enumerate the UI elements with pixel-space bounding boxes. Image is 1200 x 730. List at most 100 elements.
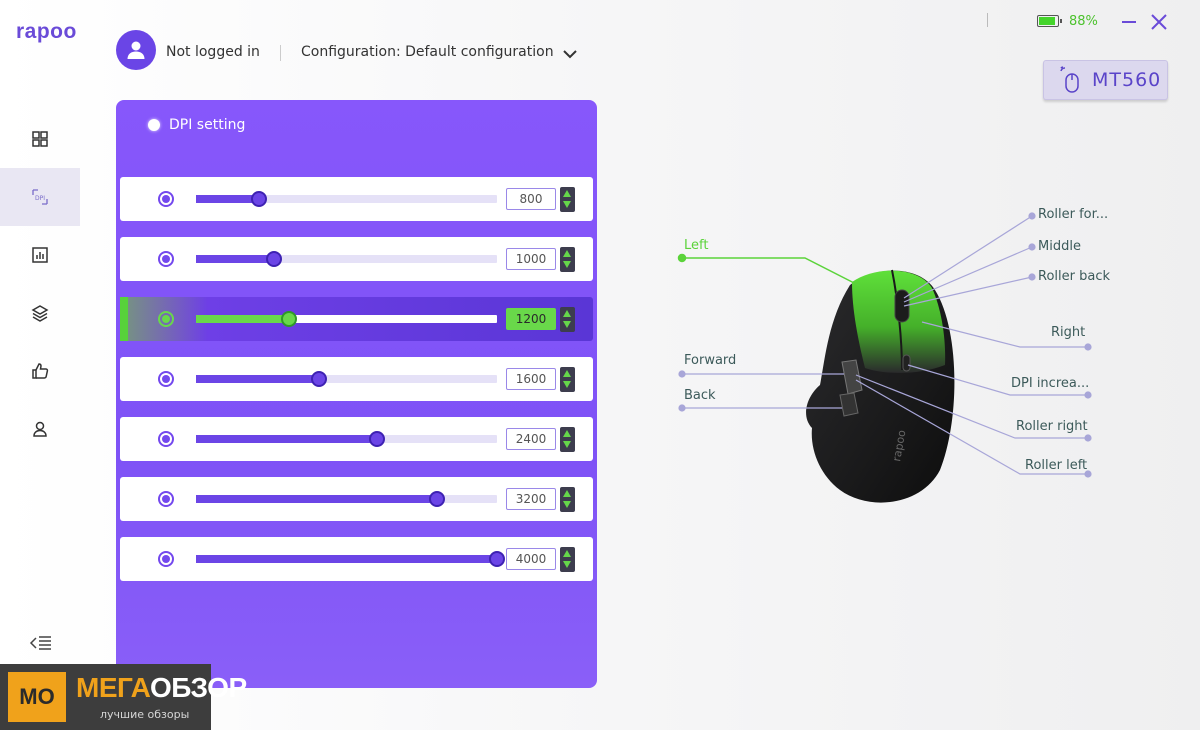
dpi-slider-thumb[interactable]: [251, 191, 267, 207]
label-forward-button[interactable]: Forward: [684, 353, 737, 368]
dpi-slider[interactable]: [196, 551, 505, 567]
dpi-value-input[interactable]: 1000: [506, 248, 556, 270]
layers-icon: [31, 305, 49, 322]
battery-icon: [1037, 15, 1062, 27]
dpi-value-input[interactable]: 800: [506, 188, 556, 210]
dpi-slider[interactable]: [196, 491, 497, 507]
sidebar-item-dpi[interactable]: DPI: [0, 168, 80, 226]
dpi-value-input[interactable]: 1600: [506, 368, 556, 390]
login-status[interactable]: Not logged in: [166, 44, 260, 60]
stepper-down-icon[interactable]: [563, 561, 571, 568]
stepper-down-icon[interactable]: [563, 261, 571, 268]
dpi-icon: DPI: [32, 189, 48, 205]
dpi-level-row[interactable]: 3200: [120, 477, 593, 521]
collapse-sidebar-icon[interactable]: [28, 633, 54, 653]
dpi-slider-fill: [196, 495, 437, 503]
stepper-up-icon[interactable]: [563, 190, 571, 197]
battery-percent: 88%: [1069, 14, 1098, 29]
rapoo-logo: rapoo: [16, 20, 77, 43]
label-roller-back[interactable]: Roller back: [1038, 269, 1110, 284]
dpi-stepper[interactable]: [560, 367, 575, 392]
watermark-title-a: МЕГА: [76, 672, 150, 703]
dpi-level-row[interactable]: 1200: [120, 297, 593, 341]
dpi-level-radio[interactable]: [158, 191, 174, 207]
dpi-slider[interactable]: [196, 191, 497, 207]
stepper-up-icon[interactable]: [563, 250, 571, 257]
dpi-slider[interactable]: [196, 311, 497, 327]
sidebar-item-dashboard[interactable]: [0, 110, 80, 168]
chevron-down-icon[interactable]: [562, 48, 578, 60]
dpi-value-input[interactable]: 4000: [506, 548, 556, 570]
stepper-down-icon[interactable]: [563, 201, 571, 208]
label-left-button[interactable]: Left: [684, 238, 709, 253]
minimize-icon[interactable]: [1120, 13, 1138, 31]
dpi-setting-dot: [148, 119, 160, 131]
dpi-stepper[interactable]: [560, 187, 575, 212]
grid-icon: [32, 131, 48, 147]
dpi-slider-thumb[interactable]: [429, 491, 445, 507]
dpi-value-input[interactable]: 3200: [506, 488, 556, 510]
dpi-level-row[interactable]: 1600: [120, 357, 593, 401]
stepper-down-icon[interactable]: [563, 501, 571, 508]
label-middle-button[interactable]: Middle: [1038, 239, 1081, 254]
dpi-slider[interactable]: [196, 431, 497, 447]
svg-text:DPI: DPI: [35, 195, 45, 202]
dpi-stepper[interactable]: [560, 547, 575, 572]
label-roller-right[interactable]: Roller right: [1016, 419, 1088, 434]
avatar[interactable]: [116, 30, 156, 70]
stepper-up-icon[interactable]: [563, 550, 571, 557]
watermark-title-b: ОБЗОР: [149, 672, 247, 703]
sidebar-item-layers[interactable]: [0, 284, 80, 342]
sidebar-item-like[interactable]: [0, 342, 80, 400]
sidebar-item-report-rate[interactable]: [0, 226, 80, 284]
label-dpi-increase[interactable]: DPI increa...: [1011, 376, 1090, 391]
dpi-slider-thumb[interactable]: [281, 311, 297, 327]
dpi-level-row[interactable]: 4000: [120, 537, 593, 581]
active-level-indicator: [120, 297, 128, 341]
svg-text:rapoo: rapoo: [890, 429, 908, 463]
dpi-level-radio[interactable]: [158, 311, 174, 327]
close-icon[interactable]: [1150, 13, 1168, 31]
dpi-level-radio[interactable]: [158, 491, 174, 507]
stepper-up-icon[interactable]: [563, 370, 571, 377]
stepper-up-icon[interactable]: [563, 430, 571, 437]
dpi-stepper[interactable]: [560, 427, 575, 452]
configuration-selector[interactable]: Configuration: Default configuration: [301, 44, 554, 60]
mouse-button-diagram: rapoo Left Forward Back Roller for... Mi…: [660, 190, 1120, 530]
dpi-slider-thumb[interactable]: [369, 431, 385, 447]
dpi-level-radio[interactable]: [158, 431, 174, 447]
dpi-stepper[interactable]: [560, 247, 575, 272]
dpi-value-input[interactable]: 2400: [506, 428, 556, 450]
dpi-slider-thumb[interactable]: [489, 551, 505, 567]
label-roller-forward[interactable]: Roller for...: [1038, 207, 1109, 222]
dpi-slider-fill: [196, 255, 274, 263]
stepper-up-icon[interactable]: [563, 490, 571, 497]
dpi-slider-thumb[interactable]: [266, 251, 282, 267]
dpi-stepper[interactable]: [560, 307, 575, 332]
device-name: MT560: [1092, 69, 1162, 91]
dpi-level-radio[interactable]: [158, 251, 174, 267]
dpi-level-row[interactable]: 1000: [120, 237, 593, 281]
label-right-button[interactable]: Right: [1051, 325, 1086, 340]
dpi-stepper[interactable]: [560, 487, 575, 512]
header-divider: [280, 45, 281, 61]
dpi-slider[interactable]: [196, 251, 497, 267]
mouse-illustration: rapoo: [677, 212, 1092, 503]
dpi-level-radio[interactable]: [158, 371, 174, 387]
dpi-level-row[interactable]: 800: [120, 177, 593, 221]
label-roller-left[interactable]: Roller left: [1025, 458, 1088, 473]
device-selector[interactable]: MT560: [1043, 60, 1168, 100]
user-icon: [127, 41, 145, 59]
sidebar-item-profile[interactable]: [0, 400, 80, 458]
stepper-down-icon[interactable]: [563, 441, 571, 448]
stepper-down-icon[interactable]: [563, 381, 571, 388]
dpi-level-radio[interactable]: [158, 551, 174, 567]
dpi-value-input[interactable]: 1200: [506, 308, 556, 330]
dpi-slider[interactable]: [196, 371, 497, 387]
stepper-up-icon[interactable]: [563, 310, 571, 317]
dpi-level-row[interactable]: 2400: [120, 417, 593, 461]
stepper-down-icon[interactable]: [563, 321, 571, 328]
wireless-mouse-icon: [1060, 66, 1079, 93]
dpi-slider-thumb[interactable]: [311, 371, 327, 387]
label-back-button[interactable]: Back: [684, 388, 716, 403]
